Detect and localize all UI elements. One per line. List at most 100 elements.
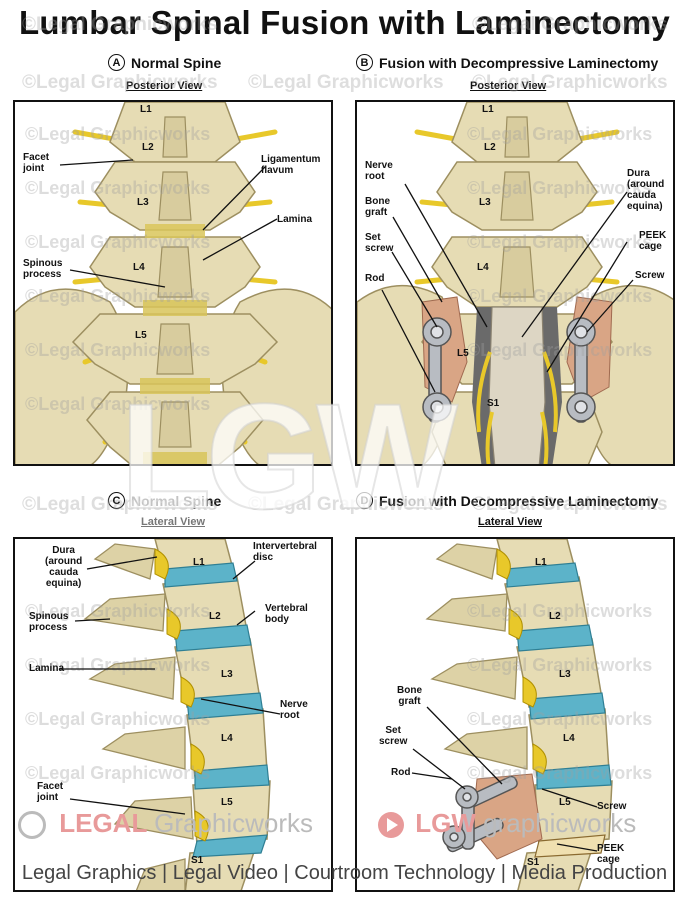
posterior-spine-illustration: ©Legal Graphicworks ©Legal Graphicworks … — [15, 102, 331, 464]
level-label: L4 — [221, 733, 233, 744]
footer-tagline: Legal Graphics | Legal Video | Courtroom… — [21, 862, 668, 884]
level-label: L5 — [221, 797, 233, 808]
panel-a-title: Normal Spine — [131, 54, 222, 71]
facet-joint-label: Facet joint — [23, 152, 50, 174]
ligamentum-flavum-label: Ligamentum flavum — [261, 154, 321, 176]
dura-label: Dura (around cauda equina) — [627, 168, 665, 212]
svg-text:©Legal Graphicworks: ©Legal Graphicworks — [467, 178, 652, 198]
svg-text:©Legal Graphicworks: ©Legal Graphicworks — [25, 340, 210, 360]
bone-graft-label: Bone graft — [397, 685, 422, 707]
lateral-fusion-illustration: ©Legal Graphicworks ©Legal Graphicworks … — [357, 539, 673, 890]
screw-label: Screw — [635, 270, 665, 281]
svg-text:©Legal Graphicworks: ©Legal Graphicworks — [467, 124, 652, 144]
level-label: L3 — [221, 669, 233, 680]
lamina-label: Lamina — [277, 214, 313, 225]
level-label: L3 — [559, 669, 571, 680]
panel-a-image: ©Legal Graphicworks ©Legal Graphicworks … — [13, 100, 333, 466]
level-label: L1 — [193, 557, 205, 568]
panel-a-heading: A Normal Spine — [108, 54, 221, 71]
panel-d-view: Lateral View — [478, 516, 542, 528]
level-label: L3 — [479, 197, 491, 208]
rod-label: Rod — [391, 767, 411, 778]
panel-c-title: Normal Spine — [131, 492, 222, 509]
panel-a-view: Posterior View — [126, 80, 203, 92]
dura-label: Dura (around cauda equina) — [45, 545, 83, 589]
nerve-root-label: Nerve root — [280, 699, 308, 721]
footer-logo-right: LGW graphicworks — [378, 808, 636, 839]
spinous-process-label: Spinous process — [23, 258, 63, 280]
svg-text:©Legal Graphicworks: ©Legal Graphicworks — [467, 340, 652, 360]
footer-logo-right-text2: graphicworks — [483, 808, 637, 838]
set-screw-label: Set screw — [379, 725, 408, 747]
level-label: L1 — [482, 104, 494, 115]
svg-text:©Legal Graphicworks: ©Legal Graphicworks — [467, 286, 652, 306]
level-label: L3 — [137, 197, 149, 208]
svg-text:©Legal Graphicworks: ©Legal Graphicworks — [25, 178, 210, 198]
intervertebral-disc-label: Intervertebral disc — [253, 541, 317, 563]
svg-text:©Legal Graphicworks: ©Legal Graphicworks — [25, 601, 210, 621]
screw-label: Screw — [597, 801, 627, 812]
set-screw-label: Set screw — [365, 232, 394, 254]
svg-text:©Legal Graphicworks: ©Legal Graphicworks — [25, 763, 210, 783]
level-label: S1 — [527, 857, 540, 868]
lateral-spine-illustration: ©Legal Graphicworks ©Legal Graphicworks … — [15, 539, 331, 890]
watermark-text: ©Legal Graphicworks — [248, 72, 444, 93]
level-label: L4 — [477, 262, 489, 273]
level-label: L4 — [133, 262, 145, 273]
panel-d-image: ©Legal Graphicworks ©Legal Graphicworks … — [355, 537, 675, 892]
panel-d-heading: D Fusion with Decompressive Laminectomy — [356, 492, 658, 509]
level-label: S1 — [487, 398, 500, 409]
panel-b-view: Posterior View — [470, 80, 547, 92]
lamina-label: Lamina — [29, 663, 65, 674]
level-label: L1 — [140, 104, 152, 115]
panel-d-title: Fusion with Decompressive Laminectomy — [379, 492, 659, 509]
posterior-fusion-illustration: ©Legal Graphicworks ©Legal Graphicworks … — [357, 102, 673, 464]
rod-label: Rod — [365, 273, 385, 284]
level-label: L2 — [142, 142, 154, 153]
level-label: L4 — [563, 733, 575, 744]
magnifier-icon — [18, 811, 46, 840]
svg-text:©Legal Graphicworks: ©Legal Graphicworks — [25, 232, 210, 252]
vertebral-body-label: Vertebral body — [265, 603, 308, 625]
svg-text:©Legal Graphicworks: ©Legal Graphicworks — [467, 709, 652, 729]
level-label: S1 — [191, 855, 204, 866]
level-label: L1 — [535, 557, 547, 568]
svg-text:©Legal Graphicworks: ©Legal Graphicworks — [467, 655, 652, 675]
panel-c-letter: C — [108, 492, 125, 509]
level-label: L2 — [209, 611, 221, 622]
footer-logo-left-text: LEGAL — [59, 808, 147, 838]
svg-text:©Legal Graphicworks: ©Legal Graphicworks — [467, 232, 652, 252]
footer-logo-left: LEGAL Graphicworks — [18, 808, 314, 840]
svg-text:©Legal Graphicworks: ©Legal Graphicworks — [25, 655, 210, 675]
facet-joint-label: Facet joint — [37, 781, 64, 803]
panel-b-heading: B Fusion with Decompressive Laminectomy — [356, 54, 658, 71]
nerve-root-label: Nerve root — [365, 160, 393, 182]
level-label: L5 — [135, 330, 147, 341]
panel-c-image: ©Legal Graphicworks ©Legal Graphicworks … — [13, 537, 333, 892]
level-label: L2 — [549, 611, 561, 622]
svg-text:©Legal Graphicworks: ©Legal Graphicworks — [25, 124, 210, 144]
level-label: L5 — [559, 797, 571, 808]
panel-a-letter: A — [108, 54, 125, 71]
panel-c-view: Lateral View — [141, 516, 205, 528]
page-title: Lumbar Spinal Fusion with Laminectomy — [19, 4, 670, 41]
play-icon — [378, 812, 404, 839]
panel-b-title: Fusion with Decompressive Laminectomy — [379, 54, 659, 71]
level-label: L5 — [457, 348, 469, 359]
panel-b-letter: B — [356, 54, 373, 71]
spinous-process-label: Spinous process — [29, 611, 69, 633]
footer-logo-left-text2: Graphicworks — [154, 808, 314, 838]
svg-text:©Legal Graphicworks: ©Legal Graphicworks — [25, 286, 210, 306]
svg-text:©Legal Graphicworks: ©Legal Graphicworks — [25, 709, 210, 729]
peek-cage-label: PEEK cage — [639, 230, 667, 252]
panel-c-heading: C Normal Spine — [108, 492, 221, 509]
panel-d-letter: D — [356, 492, 373, 509]
footer-logo-right-text: LGW — [415, 808, 476, 838]
svg-text:©Legal Graphicworks: ©Legal Graphicworks — [467, 601, 652, 621]
svg-text:©Legal Graphicworks: ©Legal Graphicworks — [25, 394, 210, 414]
svg-text:©Legal Graphicworks: ©Legal Graphicworks — [467, 763, 652, 783]
peek-cage-label: PEEK cage — [597, 843, 625, 865]
bone-graft-label: Bone graft — [365, 196, 390, 218]
level-label: L2 — [484, 142, 496, 153]
panel-b-image: ©Legal Graphicworks ©Legal Graphicworks … — [355, 100, 675, 466]
